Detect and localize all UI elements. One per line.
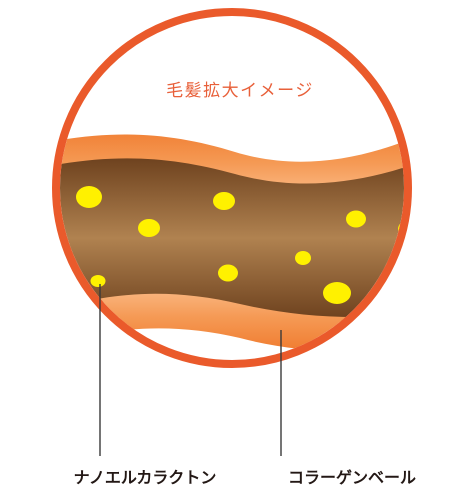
diagram-title: 毛髪拡大イメージ — [166, 81, 314, 101]
magnifier-ring — [52, 8, 412, 368]
particle — [295, 251, 311, 265]
particle — [401, 280, 404, 298]
hair-cortex — [60, 154, 404, 323]
outer-coating-top — [60, 126, 404, 189]
label-collagen-veil: コラーゲンベール — [288, 468, 416, 487]
particle — [218, 264, 238, 282]
label-nano-elcaractone: ナノエルカラクトン — [74, 468, 217, 487]
particle — [90, 275, 106, 287]
particle — [323, 282, 351, 304]
particle — [138, 219, 160, 237]
hair-strand — [60, 126, 404, 352]
particle — [76, 186, 102, 208]
particle — [346, 210, 366, 228]
particle — [213, 192, 235, 210]
